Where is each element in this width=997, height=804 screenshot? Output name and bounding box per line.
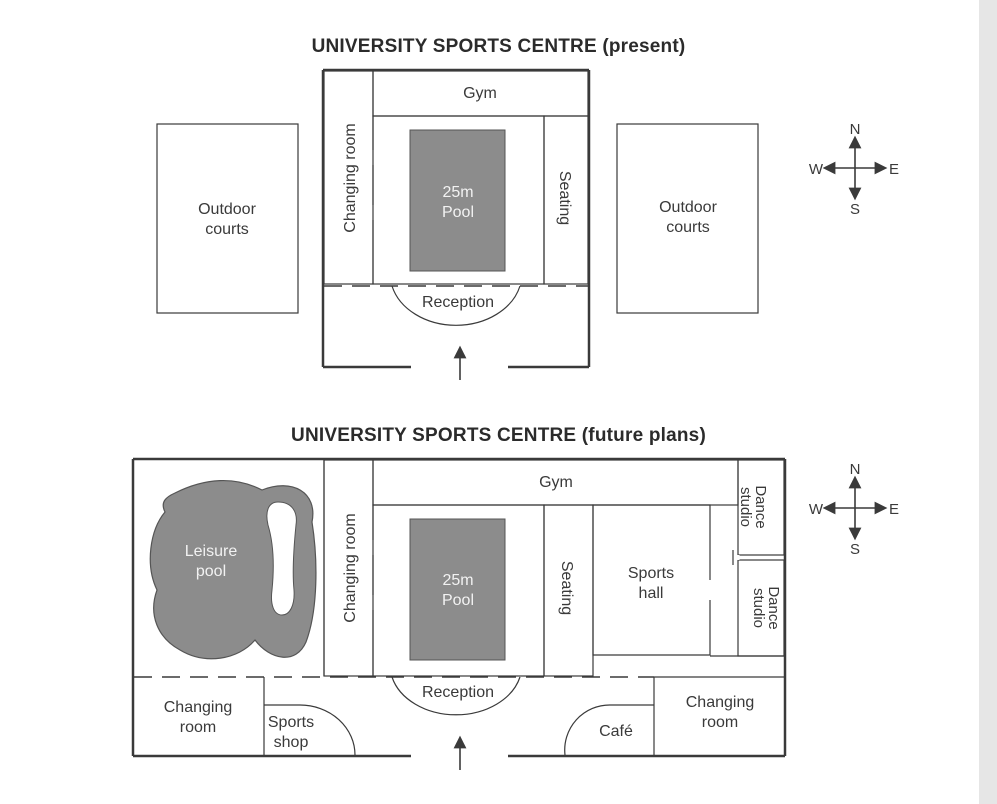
present-outdoor-west-line1: Outdoor [198, 201, 256, 218]
future-cafe-outline [564, 704, 654, 756]
future-dance-studio-south-line2: studio [750, 588, 767, 628]
future-25m-pool [409, 518, 506, 661]
future-changing-room-centre-label: Changing room [342, 513, 359, 622]
future-gym-label: Gym [539, 474, 573, 491]
present-changing-room-label: Changing room [342, 123, 359, 232]
future-pool-label-line2: Pool [442, 592, 474, 609]
future-sports-hall [592, 504, 711, 656]
future-reception-desk [391, 676, 521, 716]
future-changing-room-west-line1: Changing [164, 699, 233, 716]
future-changing-room-west-line2: room [180, 719, 216, 736]
present-seating-label: Seating [556, 171, 573, 225]
future-dance-studio-north-line1: Dance [752, 485, 769, 528]
present-outdoor-west-line2: courts [205, 221, 249, 238]
future-building-walls [131, 457, 787, 758]
future-dance-studio-south-line1: Dance [765, 586, 782, 629]
present-25m-pool [409, 129, 506, 272]
present-seating-area [543, 115, 589, 285]
future-sports-shop-line1: Sports [268, 714, 314, 731]
future-compass-w: W [809, 501, 824, 518]
future-reception-label: Reception [422, 684, 494, 701]
future-sports-shop-outline [264, 704, 356, 756]
present-plan [156, 68, 759, 380]
future-pool-label-line1: 25m [442, 572, 473, 589]
present-outdoor-courts-east [616, 123, 759, 314]
present-compass-e: E [889, 161, 899, 178]
present-pool-label-line1: 25m [442, 184, 473, 201]
future-changing-room-east-line2: room [702, 714, 738, 731]
present-compass-n: N [850, 121, 861, 138]
future-leisure-pool-label-line1: Leisure [185, 543, 238, 560]
future-seating-label: Seating [558, 561, 575, 615]
future-compass-s: S [850, 541, 860, 558]
future-plan-title: UNIVERSITY SPORTS CENTRE (future plans) [291, 425, 706, 446]
future-compass-icon [822, 475, 888, 541]
present-building-walls [321, 68, 591, 369]
present-outdoor-courts-west [156, 123, 299, 314]
present-pool-label-line2: Pool [442, 204, 474, 221]
future-dance-studio-north [737, 459, 785, 556]
present-reception-label: Reception [422, 294, 494, 311]
present-compass-w: W [809, 161, 824, 178]
future-cafe-label: Café [599, 723, 633, 740]
future-sports-hall-line2: hall [639, 585, 664, 602]
present-outdoor-east-line2: courts [666, 219, 710, 236]
present-gym-label: Gym [463, 85, 497, 102]
present-plan-title: UNIVERSITY SPORTS CENTRE (present) [311, 36, 686, 57]
present-reception-desk [391, 285, 521, 326]
present-compass-icon [822, 135, 888, 201]
page-edge-strip [979, 0, 997, 804]
future-dance-studio-north-line2: studio [737, 487, 754, 527]
future-compass-n: N [850, 461, 861, 478]
present-compass-s: S [850, 201, 860, 218]
future-sports-hall-line1: Sports [628, 565, 674, 582]
future-changing-room-east-line1: Changing [686, 694, 755, 711]
present-outdoor-east-line1: Outdoor [659, 199, 717, 216]
future-plan [131, 457, 787, 770]
future-leisure-pool-island [266, 501, 297, 616]
future-compass-e: E [889, 501, 899, 518]
future-leisure-pool-label-line2: pool [196, 563, 226, 580]
future-sports-shop-line2: shop [274, 734, 309, 751]
